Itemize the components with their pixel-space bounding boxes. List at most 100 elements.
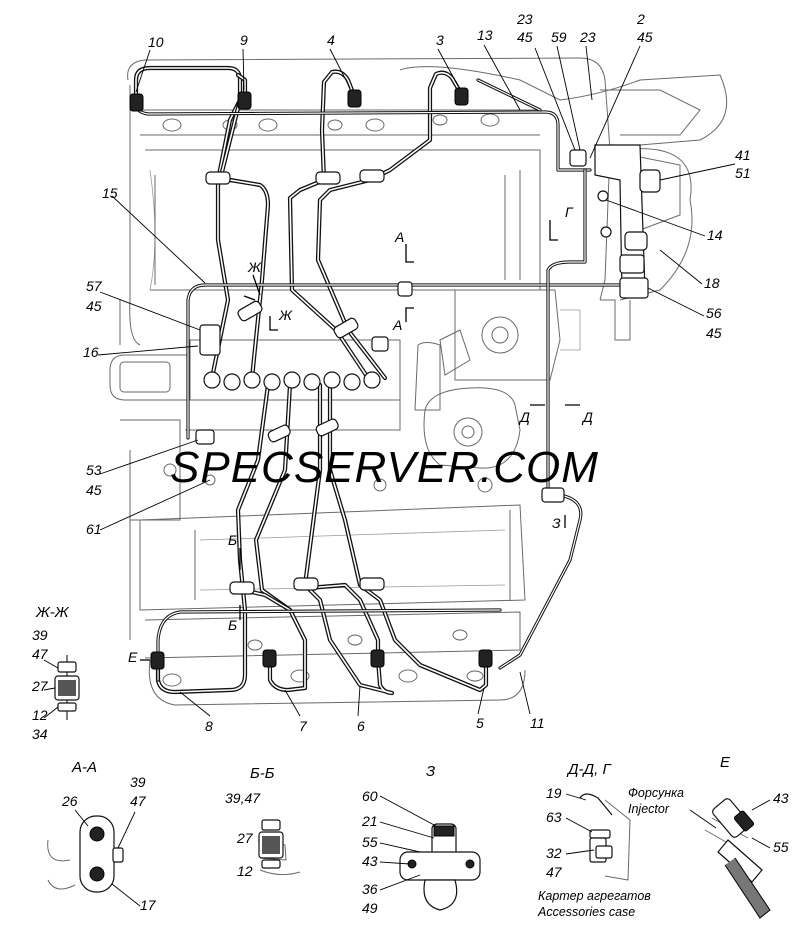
section-letter: Д xyxy=(518,409,530,425)
section-letter: Б xyxy=(228,532,237,548)
tee-fitting xyxy=(541,487,565,503)
section-letters: Ж Ж А А Г Д Д З Б Б Е xyxy=(128,204,593,665)
callout-number: 8 xyxy=(205,718,213,734)
section-letter: Ж xyxy=(247,259,262,275)
injector-nut xyxy=(150,651,165,670)
injector-nut xyxy=(262,649,277,668)
callout-number: 2 xyxy=(636,11,645,27)
section-z: З 60 21 55 43 36 49 xyxy=(361,763,481,916)
callout-number: 49 xyxy=(362,900,378,916)
callout-number: 21 xyxy=(361,813,378,829)
section-letter: Ж xyxy=(278,307,293,323)
callout-number: 3 xyxy=(436,32,444,48)
section-letter: А xyxy=(394,229,404,245)
callout-number: 53 xyxy=(86,462,102,478)
section-d-d-g: Д-Д, Г Картер агрегатов Accessories case… xyxy=(537,761,651,919)
callout-number: 47 xyxy=(546,864,563,880)
callout-number: 4 xyxy=(327,32,335,48)
callout-number: 12 xyxy=(237,863,253,879)
callout-number: 45 xyxy=(86,298,102,314)
pipe-clamp xyxy=(359,577,385,591)
callout-number: 45 xyxy=(86,482,102,498)
pipe-clamp xyxy=(237,300,263,322)
section-letter: Г xyxy=(565,204,574,220)
callout-number: 45 xyxy=(706,325,722,341)
section-letter: Е xyxy=(128,649,138,665)
callout-number: 51 xyxy=(735,165,751,181)
pipe-clamp xyxy=(229,581,255,595)
injector-nut xyxy=(478,649,493,668)
bolt-fitting xyxy=(199,324,221,356)
callout-number: 5 xyxy=(476,715,484,731)
callout-number: 14 xyxy=(707,227,723,243)
callout-number: 55 xyxy=(773,839,789,855)
drain-lines xyxy=(137,78,632,682)
pump-outlets xyxy=(203,371,381,391)
injector-nut xyxy=(454,87,469,106)
callout-number: 11 xyxy=(530,715,545,731)
callout-number: 13 xyxy=(477,27,493,43)
caption-injector-en: Injector xyxy=(628,802,670,816)
section-letter: Б xyxy=(228,617,237,633)
pipe-clamp xyxy=(359,169,385,183)
banjo-fitting xyxy=(195,429,215,445)
section-title: З xyxy=(426,763,435,780)
callout-number: 39,47 xyxy=(225,790,261,806)
callout-number: 56 xyxy=(706,305,722,321)
pipe-clamp xyxy=(315,418,339,437)
callout-number: 47 xyxy=(130,793,147,809)
engine-outline xyxy=(109,57,728,706)
caption-accessories-case-en: Accessories case xyxy=(537,905,635,919)
fuel-pipes xyxy=(133,65,489,696)
callout-number: 7 xyxy=(299,718,308,734)
callout-number: 6 xyxy=(357,718,365,734)
injector-nut xyxy=(129,93,144,112)
callout-number: 23 xyxy=(516,11,533,27)
callout-number: 55 xyxy=(362,834,378,850)
callout-number: 10 xyxy=(148,34,164,50)
section-e: Е Форсунка Injector 43 55 xyxy=(628,754,789,919)
section-z-labels: 60 21 55 43 36 49 xyxy=(361,788,378,916)
callout-number: 60 xyxy=(362,788,378,804)
callout-number: 16 xyxy=(83,344,99,360)
callout-number: 43 xyxy=(773,790,789,806)
banjo-fitting xyxy=(569,149,587,167)
pipe-clamp xyxy=(267,424,291,443)
section-cut-markers xyxy=(140,220,580,661)
pipe-clamp xyxy=(333,317,359,339)
callout-number: 36 xyxy=(362,881,378,897)
injector-nut xyxy=(237,91,252,110)
caption-injector-ru: Форсунка xyxy=(628,786,684,800)
callout-number: 27 xyxy=(31,678,49,694)
section-bb-labels: 39,47 27 12 xyxy=(225,790,261,879)
fuel-filter-bracket xyxy=(594,144,661,299)
section-b-b: Б-Б 39,47 27 12 xyxy=(225,765,301,879)
section-letter: Д xyxy=(581,409,593,425)
callout-number: 32 xyxy=(546,845,562,861)
section-title: Е xyxy=(720,754,731,771)
callout-number: 26 xyxy=(61,793,78,809)
callout-number: 34 xyxy=(32,726,48,742)
callout-number: 39 xyxy=(130,774,146,790)
callout-number: 45 xyxy=(517,29,533,45)
callout-number: 45 xyxy=(637,29,653,45)
section-letter: А xyxy=(392,317,402,333)
section-title: А-А xyxy=(71,759,97,776)
callout-number: 27 xyxy=(236,830,254,846)
injector-nut xyxy=(347,89,362,108)
callout-number: 19 xyxy=(546,785,562,801)
section-title: Б-Б xyxy=(250,765,275,782)
pipe-clamp xyxy=(293,577,319,591)
banjo-fitting xyxy=(397,281,413,297)
section-letter: З xyxy=(552,515,561,531)
callout-number: 43 xyxy=(362,853,378,869)
watermark: SPECSERVER.COM xyxy=(170,443,599,492)
injector-nut xyxy=(370,649,385,668)
callout-number: 59 xyxy=(551,29,567,45)
banjo-fitting xyxy=(371,336,389,352)
